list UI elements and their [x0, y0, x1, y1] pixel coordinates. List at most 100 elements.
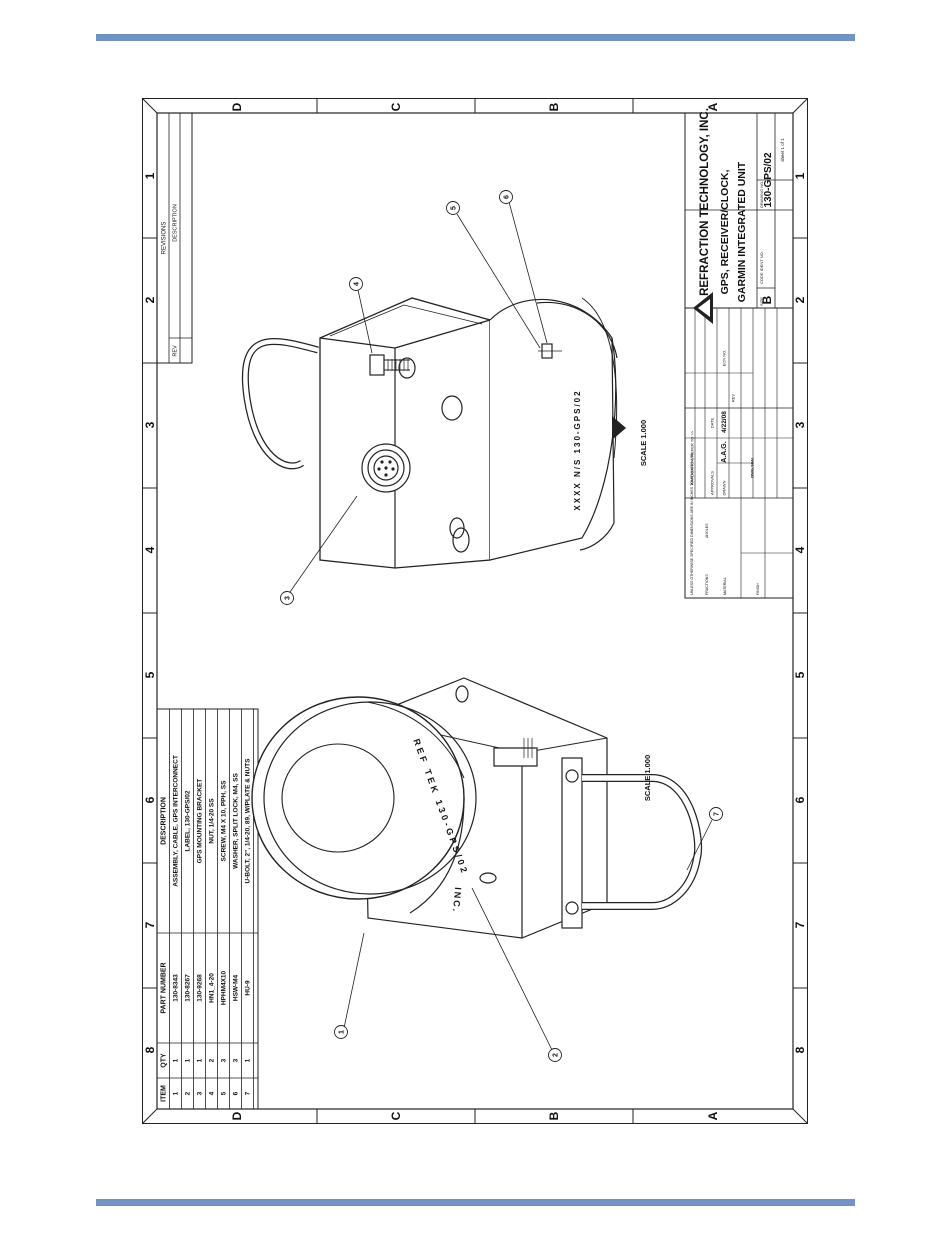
callout-number: 2 [553, 1053, 560, 1057]
finish-label: FINISH [756, 583, 760, 595]
bom-cell-desc: U-BOLT, 2", 1/4-20, 89, W/PLATE & NUTS [245, 758, 252, 884]
zone-row-top-a: A [706, 102, 720, 111]
zone-row-bottom-b: B [547, 1111, 561, 1120]
bom-header-item: ITEM [161, 1085, 168, 1102]
bom-cell-qty: 1 [245, 1058, 252, 1062]
drawing-number: 130-GPS/02 [763, 152, 774, 207]
callout-number: 1 [339, 1030, 346, 1034]
callout-number: 5 [451, 206, 458, 210]
zone-col-left-8: 8 [143, 1046, 157, 1053]
bom-cell-part: HN1_4-20 [209, 973, 216, 1003]
drawn-date: 4/22/08 [721, 411, 728, 433]
zone-row-top-c: C [389, 102, 403, 111]
bom-cell-qty: 1 [173, 1058, 180, 1062]
drawn-stamp: DWG.SGN [750, 458, 755, 478]
size-value: B [760, 295, 774, 304]
bom-cell-desc: ASSEMBLY, CABLE, GPS INTERCONNECT [173, 755, 180, 887]
bom-cell-qty: 2 [209, 1058, 216, 1062]
fractions-label: FRACTIONS [705, 574, 709, 595]
callout-number: 7 [714, 812, 721, 816]
bom-cell-qty: 1 [197, 1058, 204, 1062]
zone-col-right-8: 8 [793, 1046, 807, 1053]
application-label: APPLICATION, REFER TO >> [690, 430, 695, 485]
revisions-desc-header: DESCRIPTION [173, 204, 179, 242]
bom-cell-desc: GPS MOUNTING BRACKET [197, 779, 204, 864]
sheet-number: sheet 1 of 1 [780, 138, 785, 162]
bom-cell-desc: NUT, 1/4-20 SS [209, 798, 216, 844]
bom-cell-desc: LABEL, 130-GPS/02 [185, 790, 192, 851]
zone-col-left-1: 1 [143, 172, 157, 179]
date-label: DATE [710, 417, 715, 428]
revisions-rev-header: REV [173, 345, 179, 357]
drawing-title-line1: GPS, RECEIVER/CLOCK, [719, 169, 731, 294]
header-rule [96, 34, 855, 41]
ecn-label: ECN NO. [722, 350, 727, 367]
zone-col-left-6: 6 [143, 796, 157, 803]
bom-cell-desc: WASHER, SPLIT LOCK, M4, SS [233, 772, 240, 868]
callout-number: 6 [504, 195, 511, 199]
bom-header-qty: QTY [161, 1053, 168, 1068]
bom-cell-item: 6 [233, 1091, 240, 1095]
zone-col-left-3: 3 [143, 421, 157, 428]
zone-ticks [142, 98, 808, 1124]
top-ring-label: XXXX N/S 130-GPS/02 [573, 389, 582, 510]
bottom-isometric-view [251, 677, 702, 939]
bom-cell-qty: 1 [185, 1058, 192, 1062]
drawn-label: DRAWN [722, 480, 727, 495]
size-label: SIZE [759, 297, 764, 306]
callout-bubble [548, 1048, 562, 1062]
zone-col-right-7: 7 [793, 921, 807, 928]
bom-header-desc: DESCRIPTION [161, 797, 168, 845]
callout-bubble [446, 201, 460, 215]
zone-col-right-6: 6 [793, 796, 807, 803]
bom-cell-part: HPHM4X10 [221, 970, 228, 1005]
bill-of-materials [156, 708, 259, 1110]
revisions-title: REVISIONS [162, 222, 168, 255]
callout-bubble [709, 807, 723, 821]
unless-note: UNLESS OTHERWISE SPECIFIED DIMENSIONS AR… [690, 452, 694, 595]
callout-number: 4 [354, 282, 361, 286]
zone-row-bottom-d: D [230, 1111, 244, 1120]
bom-cell-item: 7 [245, 1091, 252, 1095]
zone-col-left-2: 2 [143, 296, 157, 303]
code-ident-label: CODE IDENT NO. [759, 251, 764, 284]
zone-col-left-4: 4 [143, 546, 157, 553]
scale-top: SCALE 1.000 [639, 420, 648, 466]
bom-cell-desc: SCREW, M4 X 10, PPH, SS [221, 780, 228, 862]
callout-bubble [349, 277, 363, 291]
bom-cell-item: 1 [173, 1091, 180, 1095]
revisions-block: REVISIONS REV DESCRIPTION [156, 112, 193, 364]
bom-cell-part: 130-8343 [173, 974, 180, 1002]
company-name: REFRACTION TECHNOLOGY, INC. [699, 108, 711, 296]
zone-col-left-5: 5 [143, 671, 157, 678]
bom-cell-part: HSW-M4 [233, 975, 240, 1002]
zone-col-left-7: 7 [143, 921, 157, 928]
drawn-by: A.A.G. [721, 441, 728, 462]
zone-col-right-4: 4 [793, 546, 807, 553]
approvals-label: APPROVALS [710, 471, 715, 495]
zone-row-top-b: B [547, 102, 561, 111]
callout-number: 3 [285, 596, 292, 600]
material-label: MATERIAL [723, 577, 727, 595]
drawing-no-label: DRAWING NO. [759, 181, 764, 208]
callout-bubble [334, 1025, 348, 1039]
drawing-title-line2: GARMIN INTEGRATED UNIT [736, 161, 748, 302]
bom-cell-item: 4 [209, 1091, 216, 1095]
footer-rule [96, 1199, 855, 1206]
zone-row-top-d: D [230, 102, 244, 111]
bom-cell-item: 3 [197, 1091, 204, 1095]
callout-bubble [280, 591, 294, 605]
bom-cell-part: HU-9 [245, 980, 252, 996]
rev-label: REV [731, 394, 736, 403]
callout-leaders [289, 201, 713, 1051]
title-block [684, 112, 794, 599]
zone-row-bottom-a: A [706, 1111, 720, 1120]
callout-bubble [499, 190, 513, 204]
angles-label: ANGLES [705, 523, 709, 538]
bom-cell-item: 2 [185, 1091, 192, 1095]
zone-row-bottom-c: C [389, 1111, 403, 1120]
sheet-border-inner [156, 112, 794, 1110]
zone-col-right-2: 2 [793, 296, 807, 303]
scale-bottom: SCALE 1.000 [643, 755, 652, 801]
zone-col-right-3: 3 [793, 421, 807, 428]
